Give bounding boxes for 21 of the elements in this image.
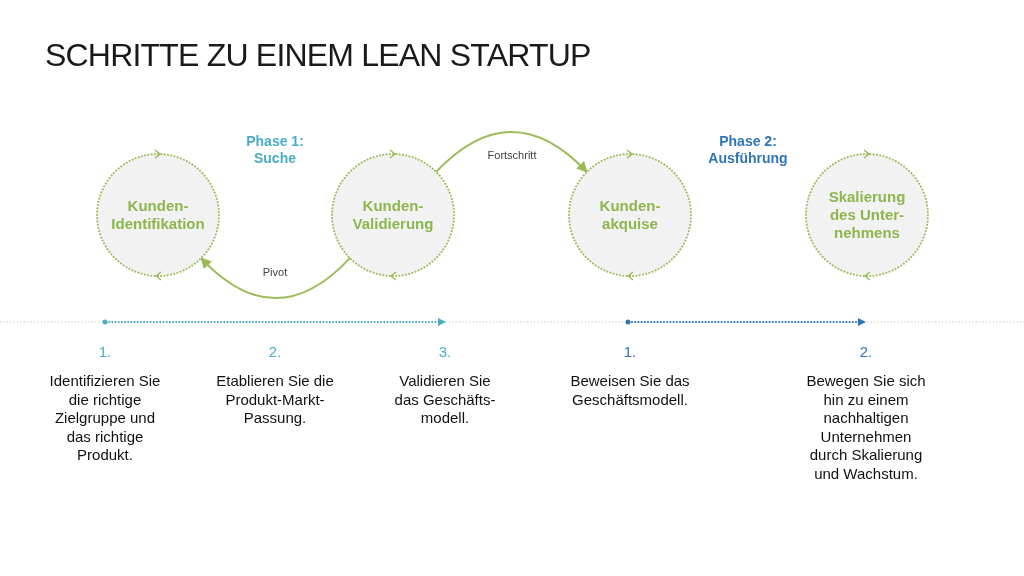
step-description: Identifizieren Sie die richtige Zielgruppe und das richtige Produkt. <box>48 372 162 465</box>
step-description: Beweisen Sie das Geschäftsmodell. <box>569 372 691 409</box>
step-number: 1. <box>622 343 638 361</box>
step-number: 2. <box>858 343 874 361</box>
edge-label: Fortschritt <box>485 149 539 162</box>
stage-title: Kunden- Identifikation <box>110 197 206 233</box>
phase-heading: Phase 2: Ausführung <box>707 133 789 167</box>
stage-title: Kunden- Validierung <box>351 197 435 233</box>
curved-arrow <box>200 257 351 300</box>
step-description: Bewegen Sie sich hin zu einem nachhaltigen Unternehmen durch Skalierung und Wachstum. <box>805 372 927 483</box>
step-description: Validieren Sie das Geschäfts- modell. <box>393 372 497 428</box>
step-number: 1. <box>97 343 113 361</box>
step-number: 3. <box>437 343 453 361</box>
stage-title: Skalierung des Unter- nehmens <box>827 188 907 242</box>
edge-label: Pivot <box>260 266 290 279</box>
step-number: 2. <box>267 343 283 361</box>
stage-title: Kunden- akquise <box>598 197 662 233</box>
step-description: Etablieren Sie die Produkt-Markt- Passung. <box>215 372 335 428</box>
curved-arrow <box>435 130 588 173</box>
phase-heading: Phase 1: Suche <box>245 133 305 167</box>
slide-title: SCHRITTE ZU EINEM LEAN STARTUP <box>45 36 591 74</box>
